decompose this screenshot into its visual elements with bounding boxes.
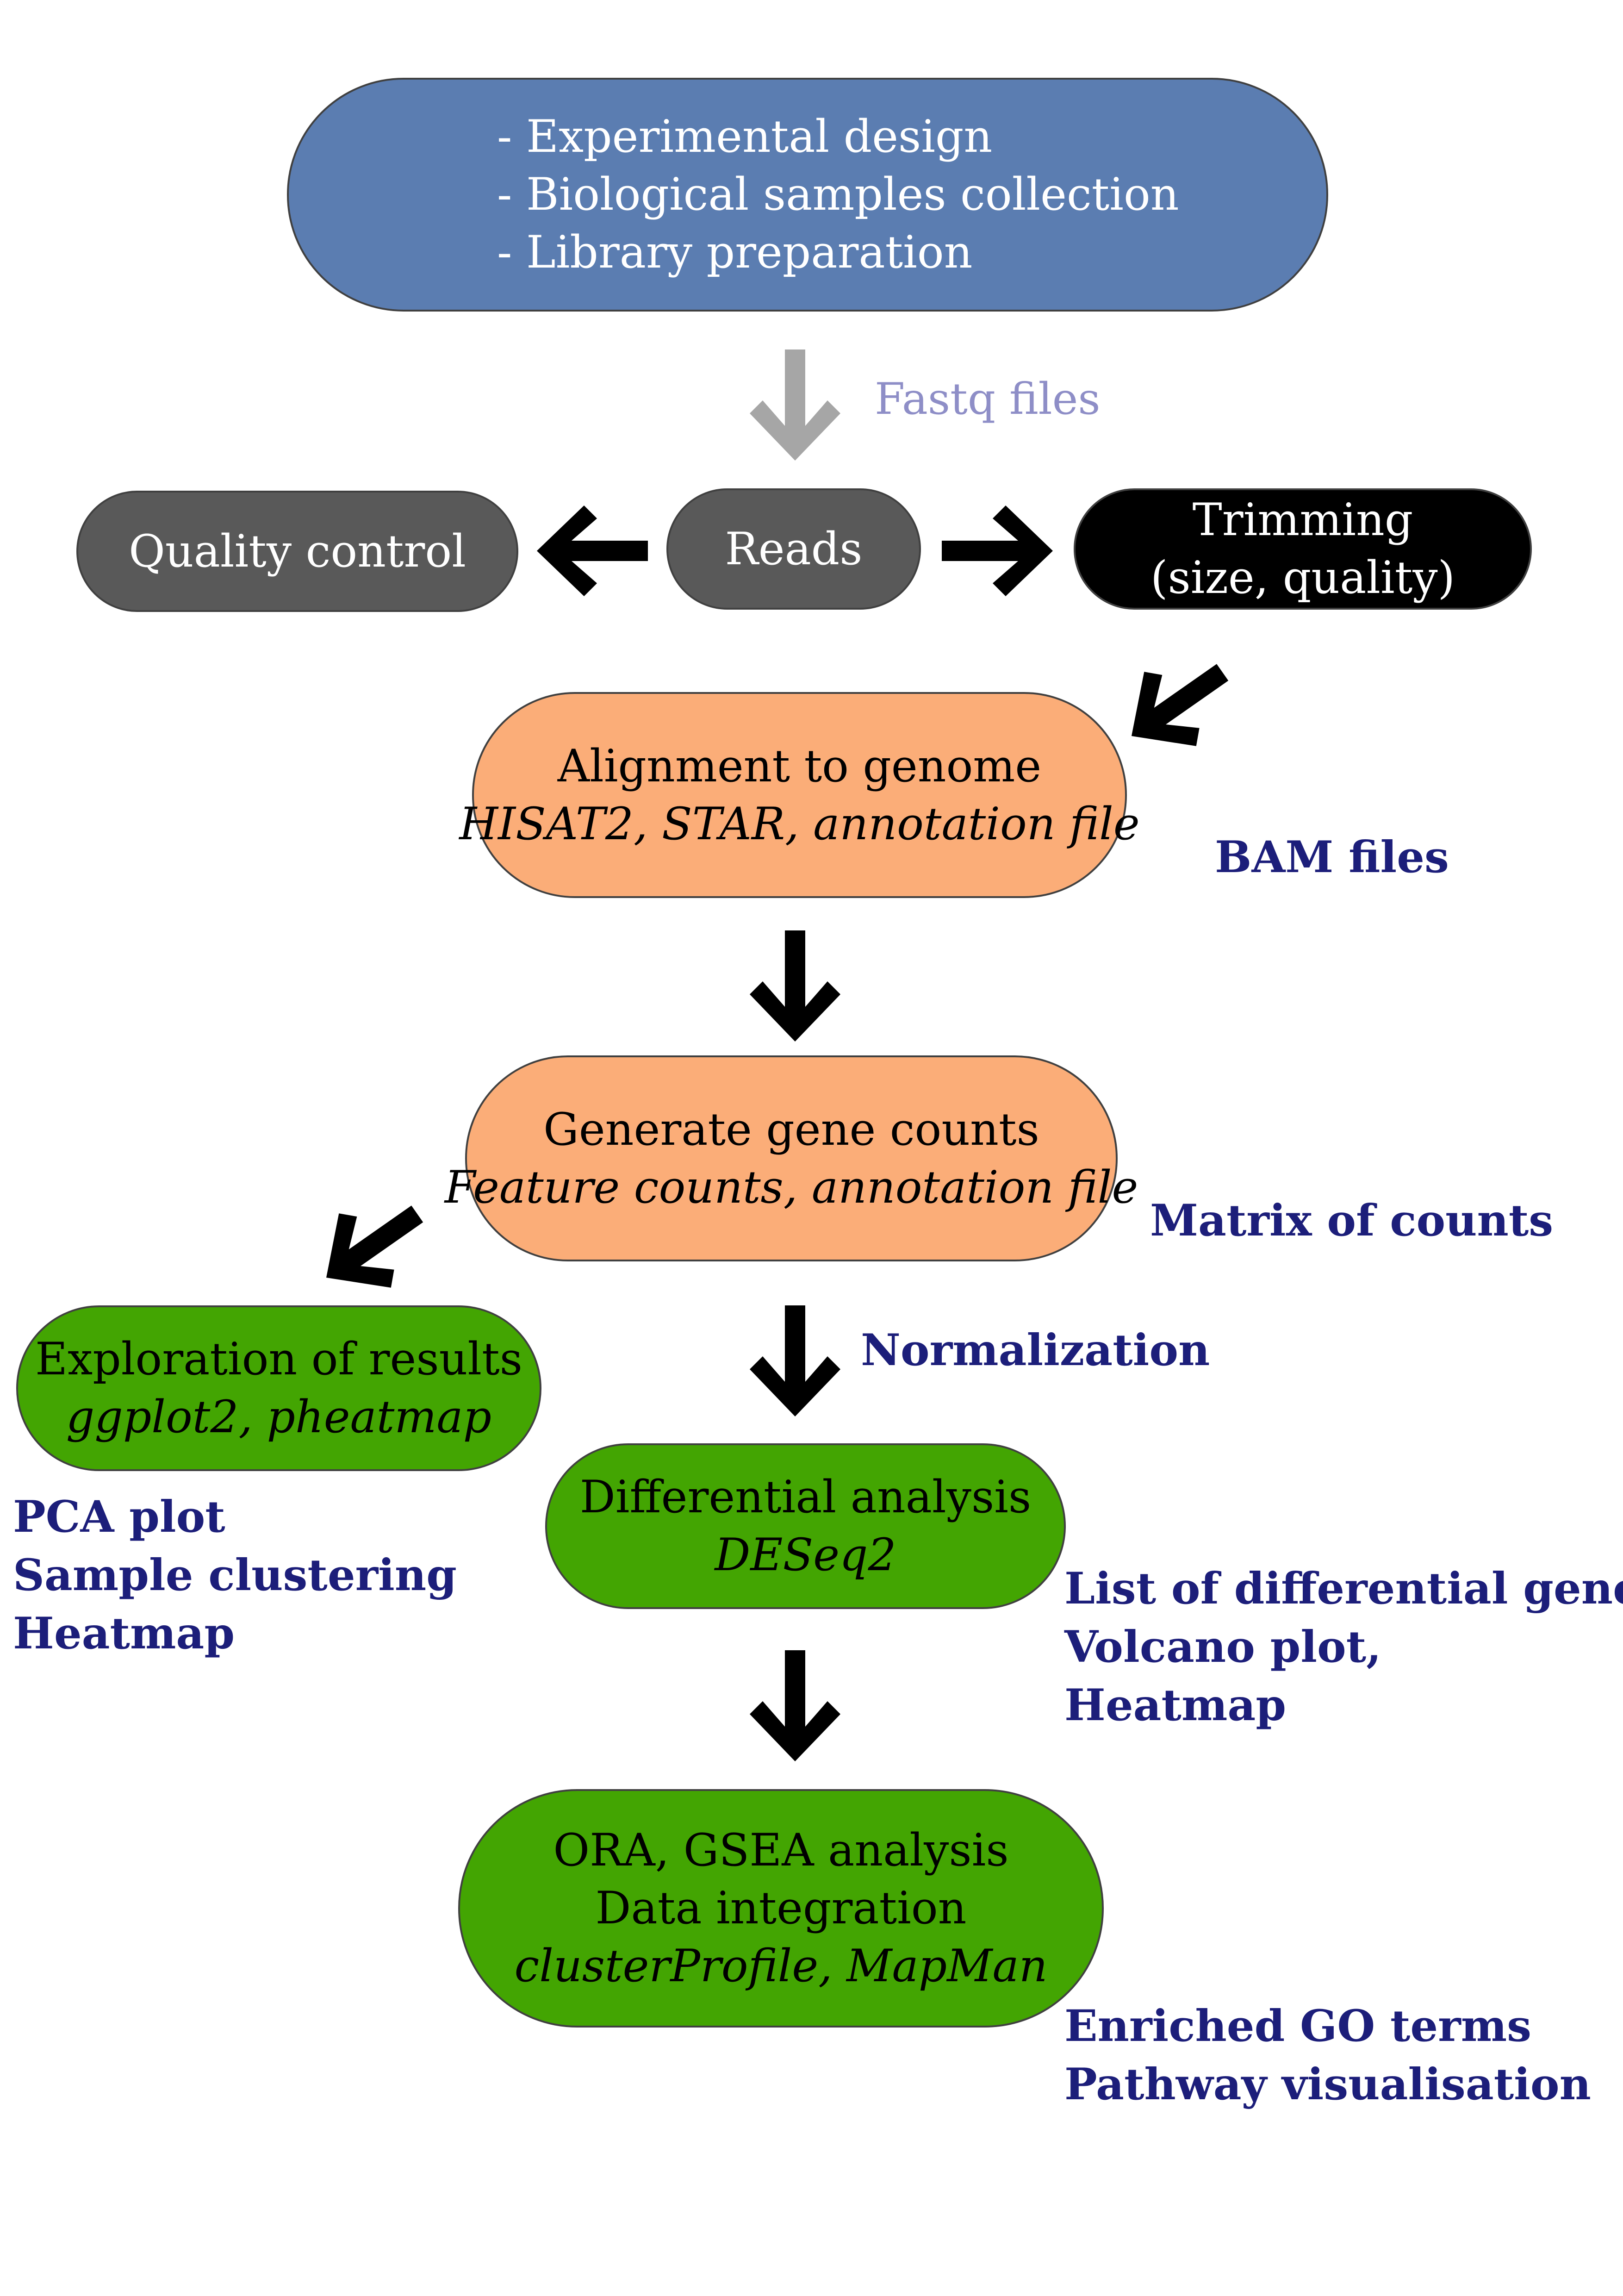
sample-clustering-label: Sample clustering <box>13 1549 457 1601</box>
bam-files-label: BAM files <box>1215 832 1449 883</box>
differential-analysis-node: Differential analysis DESeq2 <box>545 1443 1066 1609</box>
arrow-trimming-to-alignment <box>1105 635 1249 774</box>
trimming-node: Trimming (size, quality) <box>1074 488 1532 610</box>
enrichment-title: ORA, GSEA analysis <box>553 1824 1009 1877</box>
gene-counts-title: Generate gene counts <box>543 1103 1039 1155</box>
enrichment-integration: Data integration <box>595 1882 967 1934</box>
start-line-samples: - Biological samples collection <box>497 168 1179 221</box>
exploration-title: Exploration of results <box>35 1333 522 1385</box>
differential-genes-label: List of differential genes <box>1064 1563 1623 1614</box>
differential-title: Differential analysis <box>579 1471 1032 1523</box>
alignment-node: Alignment to genome HISAT2, STAR, annota… <box>459 692 1140 898</box>
normalization-label: Normalization <box>861 1325 1210 1376</box>
alignment-title: Alignment to genome <box>557 740 1042 792</box>
enriched-go-terms-label: Enriched GO terms <box>1064 2001 1532 2052</box>
alignment-tools: HISAT2, STAR, annotation file <box>459 798 1140 850</box>
reads-label: Reads <box>725 523 863 575</box>
pathway-visualisation-label: Pathway visualisation <box>1064 2059 1591 2110</box>
arrow-reads-to-qc <box>537 505 648 596</box>
quality-control-node: Quality control <box>76 491 518 612</box>
enrichment-tools: clusterProfile, MapMan <box>514 1940 1048 1992</box>
exploration-outputs: PCA plot Sample clustering Heatmap <box>13 1488 457 1663</box>
arrow-alignment-to-counts <box>750 930 840 1042</box>
enrichment-node: ORA, GSEA analysis Data integration clus… <box>458 1789 1104 2028</box>
arrow-reads-to-trimming <box>942 505 1053 596</box>
differential-heatmap-label: Heatmap <box>1064 1679 1287 1731</box>
matrix-of-counts-label: Matrix of counts <box>1150 1195 1554 1246</box>
start-line-design: - Experimental design <box>497 111 993 163</box>
start-node: - Experimental design - Biological sampl… <box>287 78 1328 312</box>
exploration-tools: ggplot2, pheatmap <box>66 1391 492 1443</box>
fastq-arrow <box>750 349 840 461</box>
reads-node: Reads <box>666 488 921 610</box>
pca-plot-label: PCA plot <box>13 1491 225 1542</box>
arrow-counts-to-exploration <box>300 1177 443 1315</box>
arrow-counts-to-differential <box>750 1305 840 1416</box>
start-line-library: - Library preparation <box>497 226 973 278</box>
differential-outputs: List of differential genes Volcano plot,… <box>1064 1560 1623 1735</box>
exploration-node: Exploration of results ggplot2, pheatmap <box>16 1305 541 1471</box>
gene-counts-node: Generate gene counts Feature counts, ann… <box>445 1055 1138 1261</box>
volcano-plot-label: Volcano plot, <box>1064 1621 1381 1672</box>
heatmap-label: Heatmap <box>13 1608 235 1659</box>
trimming-label: Trimming <box>1192 494 1413 546</box>
fastq-files-label: Fastq files <box>875 374 1101 424</box>
differential-tools: DESeq2 <box>715 1529 896 1581</box>
enrichment-outputs: Enriched GO terms Pathway visualisation <box>1064 1997 1591 2114</box>
arrow-differential-to-enrichment <box>750 1650 840 1761</box>
quality-control-label: Quality control <box>129 525 466 577</box>
trimming-detail: (size, quality) <box>1150 552 1455 604</box>
gene-counts-tools: Feature counts, annotation file <box>444 1161 1138 1213</box>
